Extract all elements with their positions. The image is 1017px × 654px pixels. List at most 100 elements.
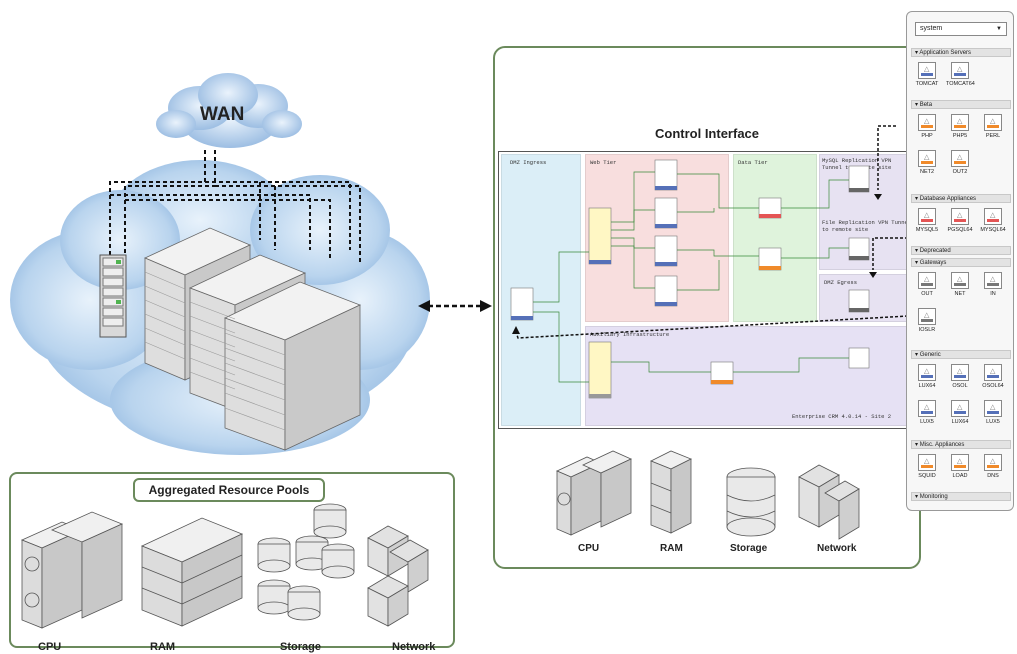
palette-section-header[interactable]: ▾ Generic	[911, 350, 1011, 359]
appliance-icon: △	[918, 308, 936, 325]
palette-appliance-item[interactable]: △OUT2	[946, 150, 974, 175]
palette-appliance-item[interactable]: △LUX64	[913, 364, 941, 389]
palette-appliance-item[interactable]: △LOAD	[946, 454, 974, 479]
pool-label-cpu: CPU	[38, 641, 62, 653]
palette-section-title: Deprecated	[919, 248, 951, 254]
appliance-color-bar	[987, 411, 999, 414]
appliance-label: NET2	[919, 169, 935, 175]
palette-section-title: Database Appliances	[919, 196, 977, 202]
appliance-color-bar	[954, 411, 966, 414]
flask-icon: △	[957, 368, 963, 375]
zone-label-file-replication: File Replication VPN Tunnel to remote si…	[822, 219, 912, 233]
palette-appliance-item[interactable]: △PGSQL64	[946, 208, 974, 233]
appliance-label: LUX5	[986, 419, 1000, 425]
chevron-down-icon: ▼	[996, 26, 1002, 32]
appliance-color-bar	[954, 73, 966, 76]
appliance-color-bar	[987, 375, 999, 378]
appliance-icon: △	[951, 150, 969, 167]
infrastructure-cloud-diagram	[10, 73, 492, 455]
storage-icon	[726, 467, 776, 537]
pool-label-network: Network	[392, 641, 436, 653]
flask-icon: △	[990, 276, 996, 283]
network-icon	[798, 464, 860, 540]
palette-appliance-item[interactable]: △PERL	[979, 114, 1007, 139]
chevron-down-icon: ▾	[915, 102, 920, 108]
flask-icon: △	[924, 66, 930, 73]
appliance-label: TOMCAT64	[946, 81, 975, 87]
flask-icon: △	[924, 368, 930, 375]
appliance-icon: △	[984, 400, 1002, 417]
palette-appliance-item[interactable]: △NET2	[913, 150, 941, 175]
catalog-select[interactable]: system ▼	[915, 22, 1007, 36]
resource-label-storage: Storage	[730, 543, 768, 554]
control-resource-icons	[556, 450, 860, 540]
palette-appliance-item[interactable]: △PHP	[913, 114, 941, 139]
palette-appliance-item[interactable]: △ LUX5	[979, 400, 1007, 425]
palette-section-header[interactable]: ▾ Application Servers	[911, 48, 1011, 57]
flask-icon: △	[957, 154, 963, 161]
appliance-icon: △	[951, 364, 969, 381]
appliance-palette: system ▼ ▾ Application Servers △ TOMCAT △ TO…	[906, 11, 1014, 511]
palette-appliance-item[interactable]: △OSOL64	[979, 364, 1007, 389]
zone-label-footer: Enterprise CRM 4.0.14 - Site 2	[792, 413, 892, 420]
palette-appliance-item[interactable]: △ TOMCAT64	[946, 62, 975, 87]
palette-appliance-item[interactable]: △OSOL	[946, 364, 974, 389]
palette-appliance-item[interactable]: △ IOSLR	[913, 308, 941, 333]
appliance-label: IOSLR	[918, 327, 936, 333]
chevron-down-icon: ▾	[915, 494, 920, 500]
appliance-icon: △	[918, 208, 936, 225]
appliance-label: TOMCAT	[915, 81, 939, 87]
network-pool-icon	[367, 525, 429, 627]
palette-appliance-item[interactable]: △ PHP5	[946, 114, 974, 139]
appliance-icon: △	[951, 272, 969, 289]
palette-section-title: Misc. Appliances	[919, 442, 965, 448]
palette-appliance-item[interactable]: △MYSQL5	[913, 208, 941, 233]
wan-cloud	[156, 73, 302, 148]
zone-data-tier: Data Tier	[733, 154, 817, 322]
palette-section-header[interactable]: ▾ Database Appliances	[911, 194, 1011, 203]
flask-icon: △	[957, 118, 963, 125]
palette-appliance-item[interactable]: △ LUX5	[913, 400, 941, 425]
palette-appliance-item[interactable]: △LUX64	[946, 400, 974, 425]
appliance-color-bar	[954, 465, 966, 468]
appliance-color-bar	[921, 125, 933, 128]
palette-appliance-item[interactable]: △OUT	[913, 272, 941, 297]
appliance-icon: △	[984, 454, 1002, 471]
palette-appliance-item[interactable]: △SQUID	[913, 454, 941, 479]
palette-appliance-item[interactable]: △ TOMCAT	[913, 62, 941, 87]
palette-section-header[interactable]: ▾ Monitoring	[911, 492, 1011, 501]
palette-section-header[interactable]: ▾ Misc. Appliances	[911, 440, 1011, 449]
appliance-icon: △	[918, 62, 936, 79]
palette-drag-connectors	[512, 125, 909, 339]
appliance-color-bar	[987, 125, 999, 128]
appliance-label: IN	[990, 291, 996, 297]
resource-label-network: Network	[817, 543, 857, 554]
palette-section-header[interactable]: ▾ Beta	[911, 100, 1011, 109]
chevron-down-icon: ▾	[915, 50, 920, 56]
appliance-icon: △	[951, 208, 969, 225]
zone-auxiliary: Auxiliary Infrastructure Enterprise CRM …	[585, 326, 917, 426]
appliance-color-bar	[954, 161, 966, 164]
palette-appliance-item[interactable]: △NET	[946, 272, 974, 297]
zone-label-web-tier: Web Tier	[590, 159, 617, 166]
appliance-label: MYSQL64	[980, 227, 1006, 233]
appliance-label: PHP5	[952, 133, 968, 139]
network-links	[109, 150, 361, 262]
palette-appliance-item[interactable]: △ IN	[979, 272, 1007, 297]
appliance-icon: △	[918, 454, 936, 471]
appliance-label: LUX5	[920, 419, 934, 425]
appliance-icon: △	[984, 208, 1002, 225]
palette-section-header[interactable]: ▾ Gateways	[911, 258, 1011, 267]
flask-icon: △	[957, 66, 963, 73]
appliance-color-bar	[921, 319, 933, 322]
appliance-icon: △	[918, 400, 936, 417]
appliance-label: LUX64	[951, 419, 969, 425]
flask-icon: △	[924, 458, 930, 465]
appliance-color-bar	[921, 73, 933, 76]
appliance-canvas[interactable]: DMZ Ingress Web Tier Data Tier MySQL Rep…	[498, 151, 918, 429]
flask-icon: △	[990, 212, 996, 219]
palette-appliance-item[interactable]: △ MYSQL64	[979, 208, 1007, 233]
palette-appliance-item[interactable]: △DNS	[979, 454, 1007, 479]
palette-section-header[interactable]: ▾ Deprecated	[911, 246, 1011, 255]
server-farm	[144, 227, 362, 451]
